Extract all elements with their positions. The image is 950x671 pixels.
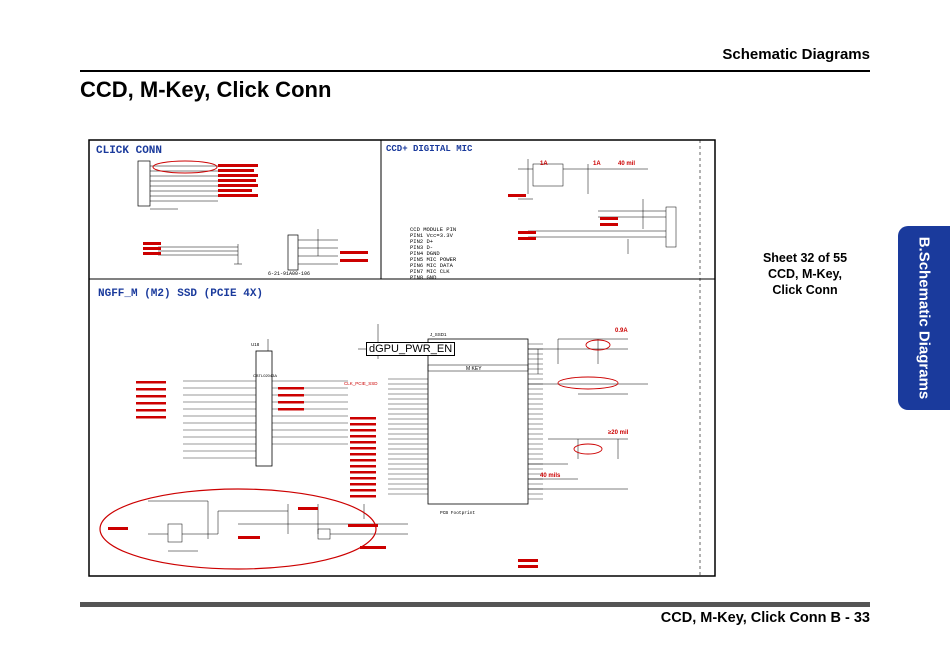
- dgpu-pwr-en-label: dGPU_PWR_EN: [366, 342, 456, 356]
- mils-40-label: 40 mils: [540, 473, 561, 479]
- net-label: [350, 471, 376, 474]
- ccd-regulator: [518, 159, 648, 200]
- footer-rule: [80, 602, 870, 607]
- footer-page-number: CCD, M-Key, Click Conn B - 33: [660, 610, 870, 626]
- svg-text:PIN1 Vcc=3.3V: PIN1 Vcc=3.3V: [410, 232, 454, 239]
- net-label: [350, 465, 376, 468]
- net-label: [136, 402, 166, 405]
- amp-09-label: 0.9A: [615, 328, 628, 334]
- sheet-ref-nets: [518, 559, 538, 568]
- ccd-mic-title: CCD+ DIGITAL MIC: [386, 144, 473, 154]
- net-label: [136, 416, 166, 419]
- u18-part: CBTL02043A: [253, 373, 277, 378]
- u18-ref: U18: [251, 342, 260, 347]
- svg-text:PIN6 MIC DATA: PIN6 MIC DATA: [410, 262, 454, 269]
- click-conn-title: CLICK CONN: [96, 145, 162, 157]
- mkey-title: M KEY: [466, 366, 482, 372]
- net-label: [350, 435, 376, 438]
- net-label: [350, 477, 376, 480]
- header-rule: [80, 70, 870, 72]
- net-label: [350, 423, 376, 426]
- side-tab-label: B.Schematic Diagrams: [915, 236, 933, 400]
- net-label: [350, 459, 376, 462]
- svg-text:PIN8 GND: PIN8 GND: [410, 274, 437, 281]
- power-cap-highlight: [585, 339, 611, 351]
- clk-highlight: [557, 376, 619, 390]
- svg-text:PIN3 D-: PIN3 D-: [410, 244, 433, 251]
- current-1a-right: 1A: [593, 161, 601, 167]
- svg-text:PIN7 MIC CLK: PIN7 MIC CLK: [410, 268, 450, 275]
- sheet-number: Sheet 32 of 55: [762, 251, 848, 265]
- net-label: [350, 495, 376, 498]
- net-label: [350, 453, 376, 456]
- net-label: [350, 447, 376, 450]
- click-conn-highlight: [152, 160, 218, 174]
- ccd-connector: [528, 199, 677, 254]
- clk-net-label: CLK_PCIE_SSD: [344, 381, 378, 386]
- net-label: [350, 429, 376, 432]
- sheet-info: Sheet 32 of 55 CCD, M-Key, Click Conn: [755, 250, 855, 298]
- pcb-footprint-label: PCB Footprint: [440, 510, 475, 516]
- cap-highlight: [573, 443, 603, 455]
- net-label: [350, 483, 376, 486]
- net-label: [350, 417, 376, 420]
- net-label: [278, 387, 304, 390]
- side-tab[interactable]: B.Schematic Diagrams: [898, 226, 950, 410]
- jfp1-connector: 6-21-91A00-106: [268, 229, 368, 277]
- svg-text:PIN5 MIC POWER: PIN5 MIC POWER: [410, 256, 457, 263]
- net-label: [136, 395, 166, 398]
- schematic-diagram: CLICK CONN CCD+ DIGITAL MIC NGFF_M (M2) …: [88, 139, 716, 577]
- sheet-name-line2: Click Conn: [772, 283, 838, 297]
- page-title: CCD, M-Key, Click Conn: [80, 77, 332, 102]
- ngff-title: NGFF_M (M2) SSD (PCIE 4X): [98, 288, 263, 300]
- sheet-name-line1: CCD, M-Key,: [767, 267, 843, 281]
- mil-20-label: ≥20 mil: [608, 430, 629, 436]
- net-label: [278, 408, 304, 411]
- svg-text:CCD MODULE PIN: CCD MODULE PIN: [410, 226, 456, 233]
- schematic-border: [88, 139, 716, 577]
- current-1a-left: 1A: [540, 161, 548, 167]
- led-circuit: [148, 500, 408, 552]
- led-cap-array: [158, 244, 242, 265]
- net-label: [136, 388, 166, 391]
- net-label: [350, 489, 376, 492]
- svg-text:PIN2 D+: PIN2 D+: [410, 238, 433, 245]
- section-title: Schematic Diagrams: [722, 46, 870, 63]
- ccd-pin-list: CCD MODULE PIN PIN1 Vcc=3.3V PIN2 D+ PIN…: [410, 226, 457, 281]
- net-label: [350, 441, 376, 444]
- net-label: [136, 381, 166, 384]
- u18-ic: U18 CBTL02043A: [251, 342, 277, 467]
- net-label: [136, 409, 166, 412]
- net-label: [278, 401, 304, 404]
- net-label: [278, 394, 304, 397]
- click-conn-connector: [137, 160, 258, 210]
- mkey-ref: J_SSD1: [430, 332, 447, 337]
- mil-40-label: 40 mil: [618, 161, 635, 167]
- part-code: 6-21-91A00-106: [268, 271, 310, 277]
- svg-text:PIN4 DGND: PIN4 DGND: [410, 250, 440, 257]
- mkey-connector: M KEY J_SSD1: [427, 332, 529, 505]
- led-circuit-highlight: [99, 488, 377, 570]
